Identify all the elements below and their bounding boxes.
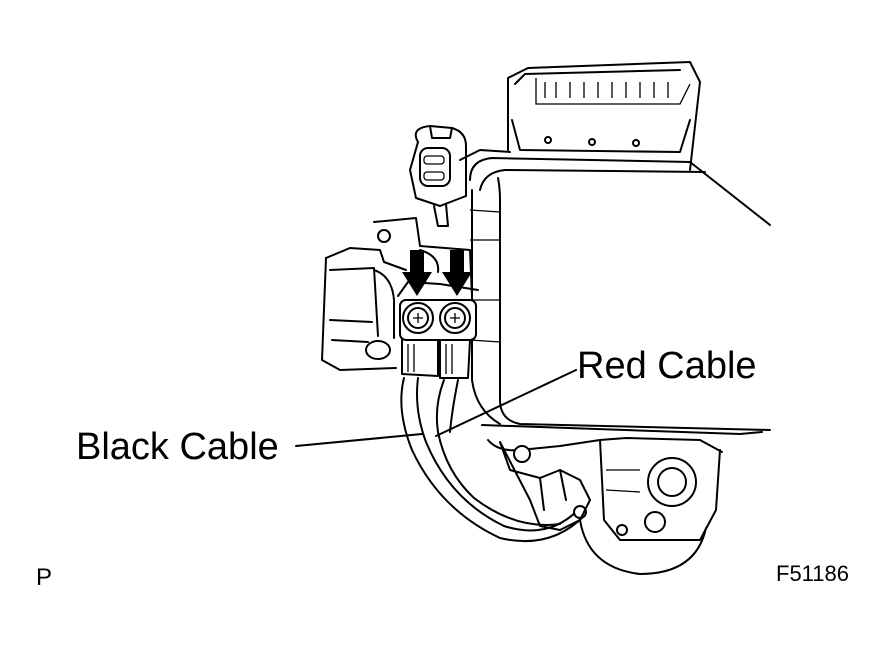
small-connector: [409, 125, 467, 227]
figure-code: F51186: [776, 561, 849, 586]
corner-mark: P: [36, 564, 53, 591]
red-cable-leader: [435, 369, 577, 437]
terminal-block: [397, 281, 479, 379]
upper-housing: [507, 61, 701, 171]
black-cable-label: Black Cable: [76, 426, 279, 468]
control-unit-box: [459, 149, 771, 435]
leader-lines: [295, 369, 577, 447]
red-cable-label: Red Cable: [577, 345, 757, 387]
red-cable: [435, 379, 561, 526]
motor-assembly: [487, 437, 723, 575]
pump-body: [321, 217, 473, 371]
black-cable-leader: [295, 433, 423, 447]
cables: [400, 377, 587, 543]
black-cable: [400, 377, 585, 543]
arrow-down-icon: [402, 250, 472, 296]
